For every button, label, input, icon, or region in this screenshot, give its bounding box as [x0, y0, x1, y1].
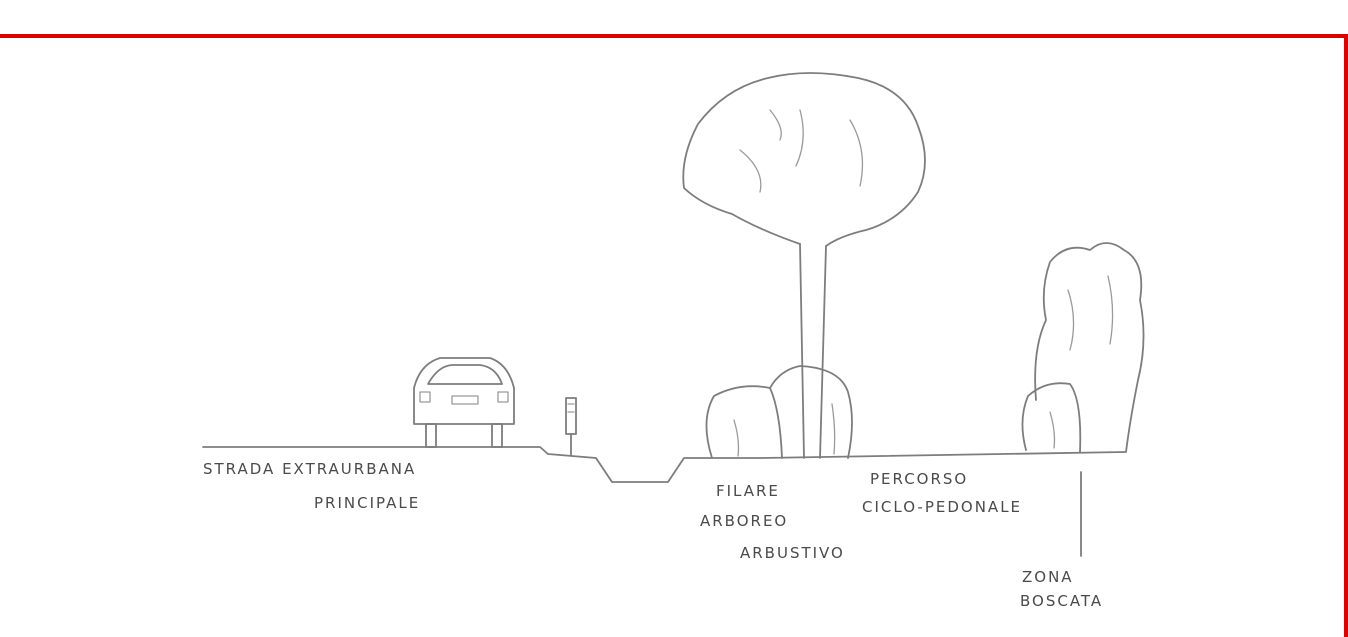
label-filare-line2: ARBOREO	[700, 512, 788, 530]
label-percorso-line1: PERCORSO	[870, 470, 968, 488]
label-strada-line1: STRADA EXTRAURBANA	[203, 460, 416, 478]
label-strada-line2: PRINCIPALE	[314, 494, 420, 512]
label-zona-line2: BOSCATA	[1020, 592, 1103, 610]
shrub-icon	[706, 366, 852, 458]
label-zona-line1: ZONA	[1022, 568, 1074, 586]
label-percorso-line2: CICLO-PEDONALE	[862, 498, 1022, 516]
label-filare-line3: ARBUSTIVO	[740, 544, 845, 562]
car-icon	[414, 358, 514, 447]
tree-icon	[683, 73, 925, 458]
label-filare-line1: FILARE	[716, 482, 780, 500]
road-sign-icon	[566, 398, 576, 455]
woodland-icon	[1022, 243, 1143, 556]
